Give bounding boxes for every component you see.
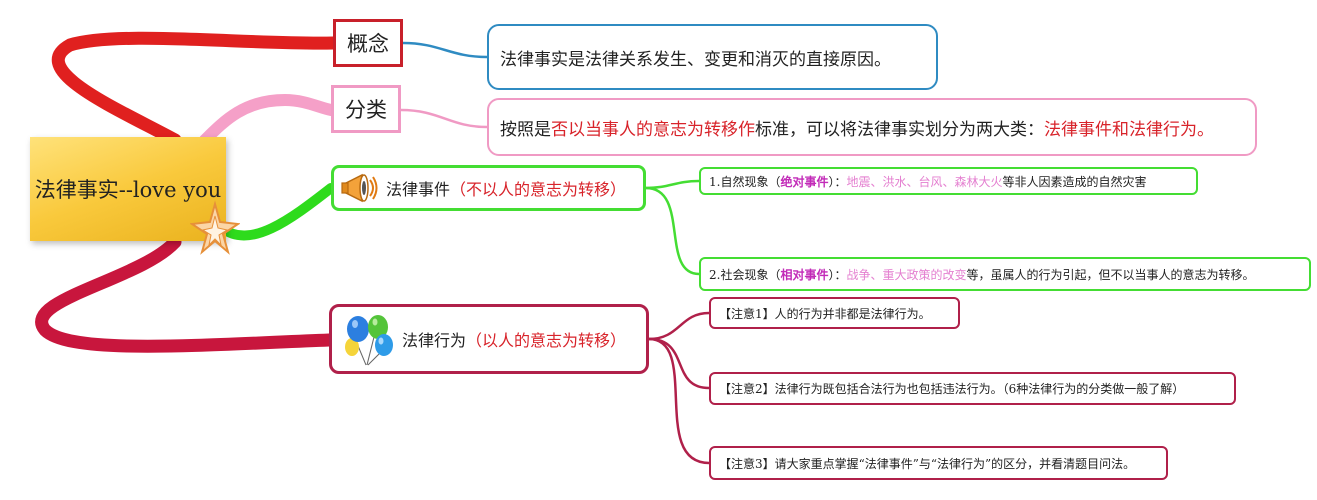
act-note-3-text: 请大家重点掌握“法律事件”与“法律行为”的区分，并看清题目问法。 [774,456,1136,471]
event-natural-key: 绝对事件 [780,174,829,189]
classify-node: 分类 [331,85,401,133]
classification-prefix: 按照是 [500,119,551,140]
legal-act-note: （以人的意志为转移） [466,331,627,350]
link-classification [400,108,488,129]
event-natural-suffix: 等非人因素造成的自然灾害 [1002,174,1147,189]
concept-label: 概念 [347,32,389,56]
classification-middle: 标准，可以将法律事实划分为两大类： [755,119,1044,140]
event-natural-mid: ）： [828,174,847,189]
branch-classify [199,93,337,146]
legal-act-node: 法律行为（以人的意志为转移） [329,304,649,374]
act-note-3-tag: 【注意3】 [719,456,775,471]
legal-event-node: 法律事件（不以人的意志为转移） [331,165,646,211]
star-icon [190,200,240,255]
classify-label: 分类 [345,98,387,122]
act-note-1-text: 人的行为并非都是法律行为。 [774,306,931,321]
link-act-1 [648,311,710,341]
act-note-1-tag: 【注意1】 [719,306,775,321]
megaphone-icon [341,173,378,203]
definition-text: 法律事实是法律关系发生、变更和消灭的直接原因。 [500,49,891,70]
legal-event-label: 法律事件 [386,180,451,199]
event-natural-prefix: 1.自然现象（ [709,174,781,189]
link-definition [402,41,488,59]
link-act-3 [648,337,710,465]
branch-act [35,235,336,353]
balloons-icon [345,315,393,366]
classification-node: 按照是否以当事人的意志为转移作标准，可以将法律事实划分为两大类：法律事件和法律行… [487,98,1257,156]
act-note-2-tag: 【注意2】 [719,382,775,396]
event-social-prefix: 2.社会现象（ [709,267,781,282]
act-note-2: 【注意2】法律行为既包括合法行为也包括违法行为。（6种法律行为的分类做一般了解） [709,372,1236,405]
event-social-mid: ）： [828,267,847,282]
event-social-key: 相对事件 [780,267,829,282]
act-note-2-text: 法律行为既包括合法行为也包括违法行为。（6种法律行为的分类做一般了解） [774,382,1185,396]
legal-event-note: （不以人的意志为转移） [450,180,627,199]
legal-act-label: 法律行为 [402,331,467,350]
concept-node: 概念 [333,19,403,67]
classification-criterion: 否以当事人的意志为转移作 [551,119,755,140]
branch-event [217,183,336,241]
event-natural-examples: 地震、洪水、台风、森林大火 [846,174,1003,189]
act-note-1: 【注意1】人的行为并非都是法律行为。 [709,297,960,329]
classification-types: 法律事件和法律行为。 [1044,119,1214,140]
event-social-examples: 战争、重大政策的改变 [846,267,967,282]
event-natural-node: 1.自然现象（绝对事件）：地震、洪水、台风、森林大火等非人因素造成的自然灾害 [699,167,1198,195]
root-label: 法律事实--love you [34,178,222,202]
branch-concept [51,31,340,147]
link-act-2 [648,337,710,390]
definition-node: 法律事实是法律关系发生、变更和消灭的直接原因。 [487,24,938,90]
event-social-suffix: 等，虽属人的行为引起，但不以当事人的意志为转移。 [966,267,1255,282]
event-social-node: 2.社会现象（相对事件）：战争、重大政策的改变等，虽属人的行为引起，但不以当事人… [699,257,1311,291]
link-event-2 [645,186,700,276]
act-note-3: 【注意3】请大家重点掌握“法律事件”与“法律行为”的区分，并看清题目问法。 [709,446,1168,480]
link-event-1 [645,179,700,190]
